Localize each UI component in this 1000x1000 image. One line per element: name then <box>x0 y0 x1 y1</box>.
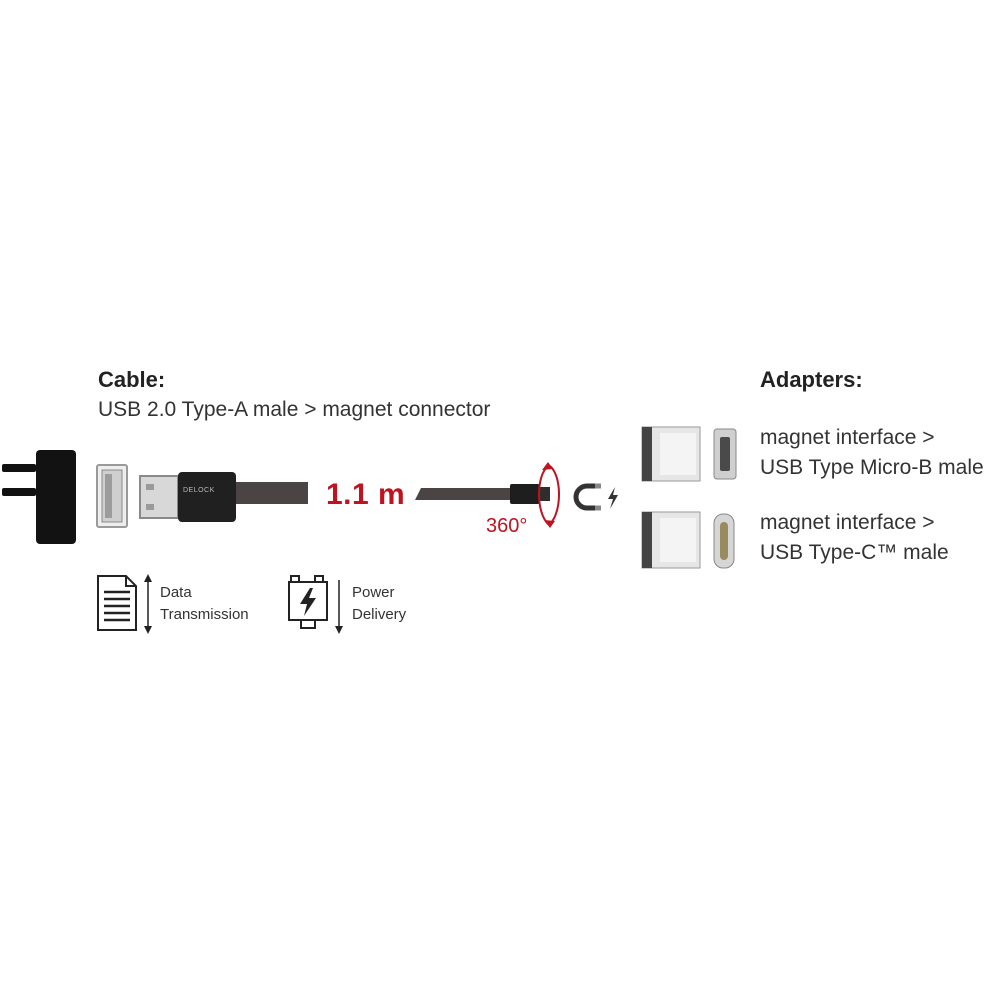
feature-power-label: Power Delivery <box>352 582 406 626</box>
adapter-micro-b-label: magnet interface > USB Type Micro-B male <box>760 423 984 483</box>
cable-heading: Cable: <box>98 367 166 392</box>
adapter-type-c-label: magnet interface > USB Type-C™ male <box>760 508 949 568</box>
usb-a-plug-image <box>139 472 308 522</box>
adapter-micro-b-line2: USB Type Micro-B male <box>760 456 984 479</box>
feature-data-label: Data Transmission <box>160 582 249 626</box>
brand-mark: DELOCK <box>183 487 215 494</box>
adapter-type-c-line1: magnet interface > <box>760 511 935 534</box>
adapter-micro-b-line1: magnet interface > <box>760 426 935 449</box>
adapter-type-c-line2: USB Type-C™ male <box>760 541 949 564</box>
type-c-adapter-image <box>641 511 735 569</box>
adapters-heading: Adapters: <box>760 367 863 392</box>
usb-a-port-image <box>96 464 128 528</box>
cable-description: USB 2.0 Type-A male > magnet connector <box>98 398 491 421</box>
micro-b-adapter-image <box>641 426 737 482</box>
feature-data-line1: Data <box>160 584 192 601</box>
feature-power-line2: Delivery <box>352 606 407 623</box>
feature-power-line1: Power <box>352 584 395 601</box>
rotation-arrow-icon <box>538 462 560 528</box>
document-icon <box>97 574 152 634</box>
magnet-connector-image <box>415 484 550 504</box>
battery-charge-icon <box>288 575 343 634</box>
magnet-icon <box>573 483 618 511</box>
rotation-label: 360° <box>486 515 528 537</box>
cable-length-label: 1.1 m <box>326 478 406 511</box>
wall-charger-image <box>2 450 76 544</box>
feature-data-line2: Transmission <box>160 606 249 623</box>
